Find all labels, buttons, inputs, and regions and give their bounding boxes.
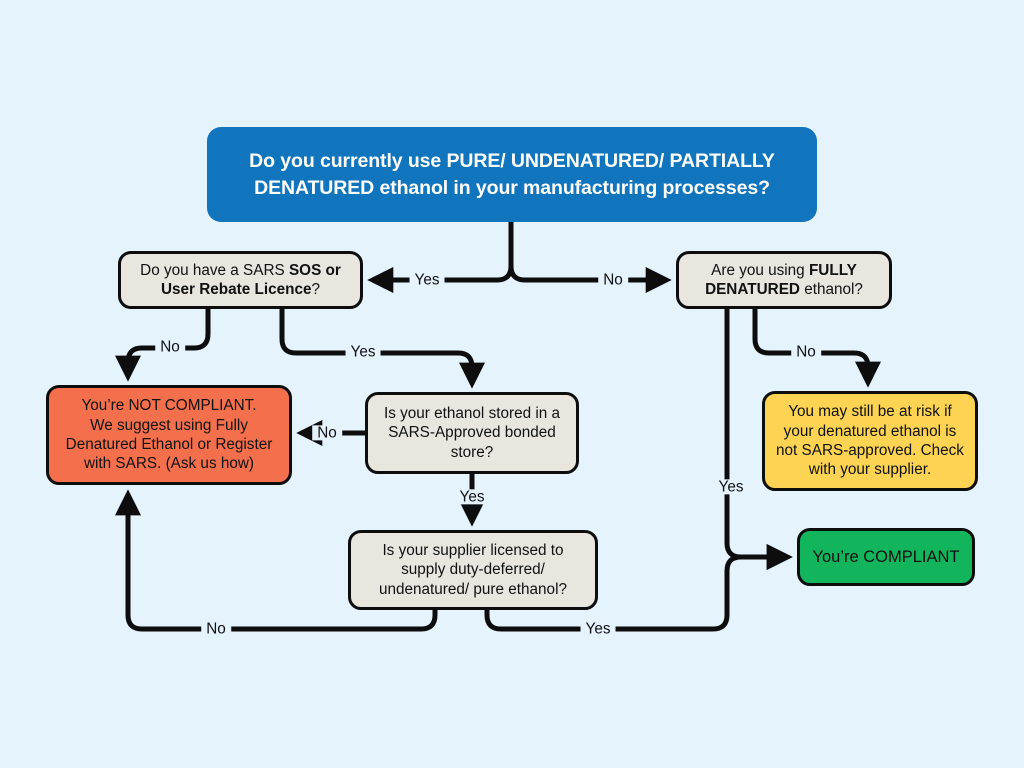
edge-supplier-yes: [484, 544, 793, 632]
node-compliant-label: You’re COMPLIANT: [812, 547, 960, 566]
node-compliant-outcome[interactable]: You’re COMPLIANT: [797, 528, 975, 586]
edge-label-bonded-no: No: [312, 425, 342, 441]
edge-label-supplier-no: No: [201, 621, 231, 637]
node-start-question[interactable]: Do you currently use PURE/ UNDENATURED/ …: [207, 127, 817, 222]
edge-label-denatured-yes: Yes: [713, 479, 749, 495]
edge-label-start-no: No: [598, 272, 628, 288]
edge-label-sos-no: No: [155, 339, 185, 355]
node-not-compliant-label: You’re NOT COMPLIANT.We suggest using Fu…: [65, 397, 273, 473]
edge-label-start-yes: Yes: [409, 272, 445, 288]
edge-start-no: [508, 265, 672, 293]
edge-label-supplier-yes: Yes: [580, 621, 616, 637]
edge-label-bonded-yes: Yes: [454, 489, 490, 505]
node-not-compliant-outcome[interactable]: You’re NOT COMPLIANT.We suggest using Fu…: [46, 385, 292, 485]
edge-supplier-no: [115, 489, 438, 632]
edge-label-sos-yes: Yes: [345, 344, 381, 360]
edge-denatured-yes: [724, 309, 793, 570]
node-start-label: Do you currently use PURE/ UNDENATURED/ …: [249, 149, 775, 199]
edge-label-denatured-no: No: [791, 344, 821, 360]
